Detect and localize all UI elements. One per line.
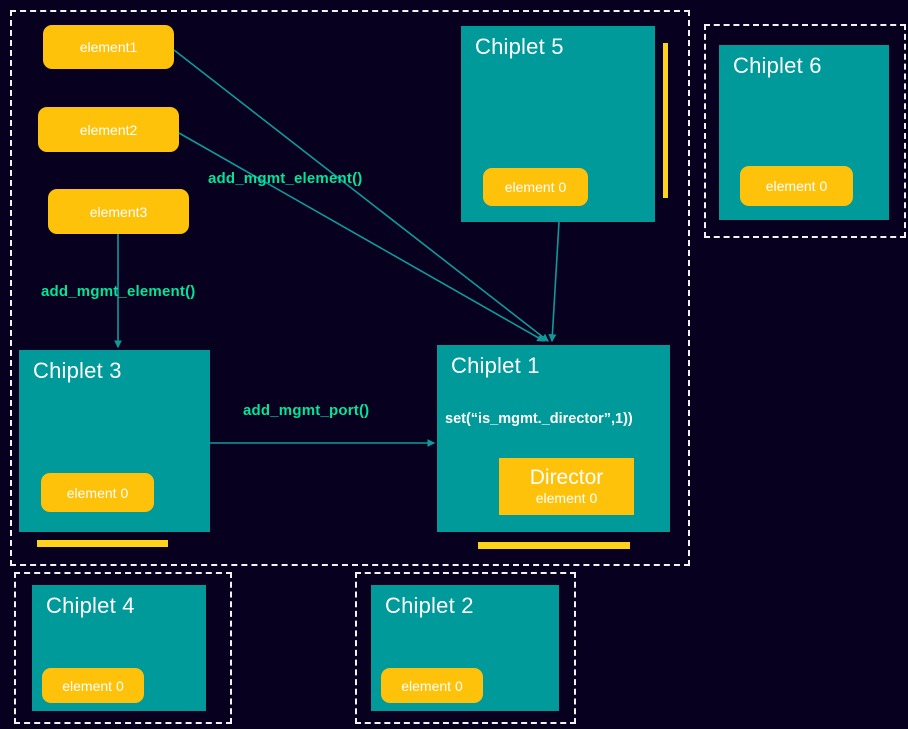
group-chiplet2 [355, 572, 576, 724]
chiplet-3-element-0-label: element 0 [66, 484, 129, 501]
element-block-element3[interactable]: element3 [48, 189, 189, 234]
chiplet-1[interactable]: Chiplet 1 set(“is_mgmt._director”,1)) Di… [437, 345, 670, 532]
element-block-element1[interactable]: element1 [43, 25, 174, 69]
chiplet-2-element-0-label: element 0 [401, 677, 463, 694]
connector-label-add-mgmt-element-vertical: add_mgmt_element() [41, 283, 196, 300]
chiplet-6-element-0[interactable]: element 0 [740, 166, 853, 206]
chiplet-3[interactable]: Chiplet 3 element 0 [19, 350, 210, 532]
chiplet-1-set-directive: set(“is_mgmt._director”,1)) [445, 411, 633, 427]
element2-label: element2 [79, 121, 138, 138]
chiplet-4[interactable]: Chiplet 4 element 0 [32, 585, 206, 711]
connector-label-add-mgmt-element-diagonal: add_mgmt_element() [208, 170, 363, 187]
element3-label: element3 [89, 203, 148, 220]
chiplet-5[interactable]: Chiplet 5 element 0 [461, 26, 655, 222]
chiplet-1-marker-bar [478, 542, 630, 549]
chiplet-1-director-block[interactable]: Director element 0 [499, 458, 634, 515]
chiplet-4-element-0[interactable]: element 0 [42, 668, 144, 703]
chiplet-4-title: Chiplet 4 [46, 593, 135, 618]
chiplet-6-title: Chiplet 6 [733, 53, 822, 78]
element-block-element2[interactable]: element2 [38, 107, 179, 152]
element1-label: element1 [79, 39, 138, 55]
chiplet-3-element-0[interactable]: element 0 [41, 473, 154, 512]
chiplet-6[interactable]: Chiplet 6 element 0 [719, 45, 889, 220]
chiplet-5-title: Chiplet 5 [475, 34, 564, 59]
chiplet-1-title: Chiplet 1 [451, 353, 540, 378]
director-title: Director [529, 465, 604, 489]
group-chiplet4 [14, 572, 232, 724]
chiplet-2-element-0[interactable]: element 0 [381, 668, 483, 703]
chiplet-2[interactable]: Chiplet 2 element 0 [371, 585, 559, 711]
chiplet-5-marker-bar [663, 43, 668, 198]
director-element-0-label: element 0 [535, 490, 598, 507]
connector-label-add-mgmt-port: add_mgmt_port() [243, 402, 370, 419]
chiplet-5-element-0[interactable]: element 0 [483, 168, 588, 206]
chiplet-6-element-0-label: element 0 [765, 178, 828, 194]
chiplet-3-marker-bar [37, 540, 168, 547]
chiplet-3-title: Chiplet 3 [33, 358, 122, 383]
group-chiplet6 [704, 24, 906, 238]
chiplet-2-title: Chiplet 2 [385, 593, 474, 618]
group-main-domain [10, 10, 690, 566]
chiplet-5-element-0-label: element 0 [504, 179, 567, 195]
chiplet-4-element-0-label: element 0 [62, 677, 124, 694]
